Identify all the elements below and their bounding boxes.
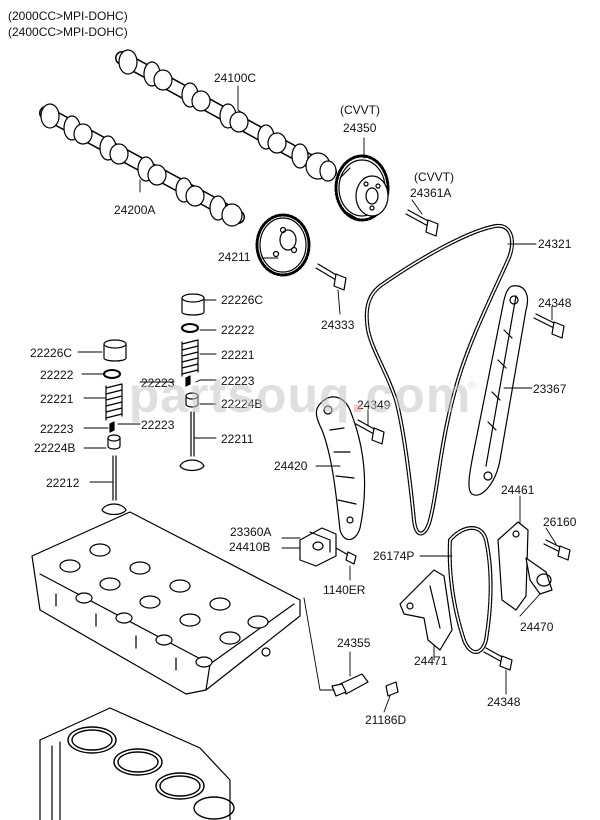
- callout-22212[interactable]: 22212: [46, 476, 80, 490]
- callout-24470[interactable]: 24470: [520, 620, 554, 634]
- callout-24348-lower[interactable]: 24348: [487, 695, 521, 709]
- callout-22226C-right[interactable]: 22226C: [221, 293, 264, 307]
- callout-21186D[interactable]: 21186D: [365, 713, 407, 727]
- callout-22224B-right[interactable]: 22224B: [221, 397, 263, 411]
- chain-guide-drawing: [468, 285, 529, 496]
- oil-pump-chain-drawing: [447, 526, 493, 654]
- callout-24350[interactable]: 24350: [343, 121, 377, 135]
- exhaust-camshaft-drawing: [115, 49, 337, 182]
- oil-pump-guide-drawing: [399, 569, 453, 651]
- engine-spec-line-2: (2400CC>MPI-DOHC): [8, 25, 128, 39]
- callout-22226C-left[interactable]: 22226C: [30, 346, 73, 360]
- callout-24200A[interactable]: 24200A: [114, 203, 156, 217]
- callout-24348-upper[interactable]: 24348: [538, 296, 572, 310]
- callout-24410B[interactable]: 24410B: [229, 540, 271, 554]
- sprocket-bolt-drawing: [315, 263, 347, 291]
- callout-22211[interactable]: 22211: [221, 432, 254, 446]
- callout-23360A[interactable]: 23360A: [230, 525, 272, 539]
- callout-24321[interactable]: 24321: [538, 237, 572, 251]
- callout-cvvt-label-2: (CVVT): [414, 170, 454, 184]
- callout-23367[interactable]: 23367: [533, 382, 567, 396]
- guide-bolt-lower-drawing: [483, 647, 513, 671]
- callout-22223-left[interactable]: 22223: [40, 422, 74, 436]
- cylinder-head-drawing: [31, 511, 301, 695]
- cylinder-block-drawing: [39, 707, 235, 820]
- callout-cvvt-label-1: (CVVT): [340, 103, 380, 117]
- callout-22221-right[interactable]: 22221: [221, 348, 255, 362]
- callout-22221-left[interactable]: 22221: [40, 392, 74, 406]
- tensioner-bolt-drawing: [335, 547, 357, 565]
- callout-22223-right[interactable]: 22223: [221, 374, 255, 388]
- chain-tensioner-drawing: [299, 527, 337, 567]
- leader-lines: [77, 85, 557, 713]
- watermark-registered: ®: [468, 380, 477, 392]
- callout-22224B-left[interactable]: 22224B: [34, 441, 76, 455]
- callout-24355[interactable]: 24355: [337, 636, 371, 650]
- callout-22223-mid[interactable]: 22223: [141, 376, 175, 390]
- tensioner-bolt-2-drawing: [543, 539, 571, 561]
- callout-24361A[interactable]: 24361A: [410, 186, 452, 200]
- callout-1140ER[interactable]: 1140ER: [323, 583, 366, 597]
- callout-24461[interactable]: 24461: [501, 483, 535, 497]
- valve-train-right-drawing: [179, 293, 205, 472]
- cvvt-sprocket-drawing: [334, 154, 390, 222]
- cam-sprocket-drawing: [255, 213, 311, 277]
- callout-24349[interactable]: 24349: [357, 398, 391, 412]
- oil-pump-tensioner-drawing: [497, 521, 553, 611]
- callout-22223-lower[interactable]: 22223: [141, 418, 175, 432]
- callout-24420[interactable]: 24420: [274, 459, 308, 473]
- callout-26174P[interactable]: 26174P: [373, 549, 415, 563]
- callout-26160[interactable]: 26160: [543, 515, 577, 529]
- callout-24471[interactable]: 24471: [414, 654, 448, 668]
- callout-24211[interactable]: 24211: [218, 250, 251, 264]
- guide-bolt-upper-drawing: [533, 313, 565, 339]
- ocv-drawing: [331, 673, 399, 697]
- timing-chain-drawing: [364, 223, 514, 536]
- tensioner-lever-drawing: [315, 396, 366, 541]
- engine-spec-line-1: (2000CC>MPI-DOHC): [8, 9, 128, 23]
- callout-22222-left[interactable]: 22222: [40, 368, 74, 382]
- callout-22222-right[interactable]: 22222: [221, 323, 255, 337]
- intake-camshaft-drawing: [39, 103, 245, 227]
- callout-24100C[interactable]: 24100C: [214, 71, 257, 85]
- callout-24333[interactable]: 24333: [321, 318, 355, 332]
- valve-train-left-drawing: [101, 339, 127, 516]
- cvvt-bolt-drawing: [405, 209, 439, 237]
- lever-bolt-drawing: [355, 419, 385, 445]
